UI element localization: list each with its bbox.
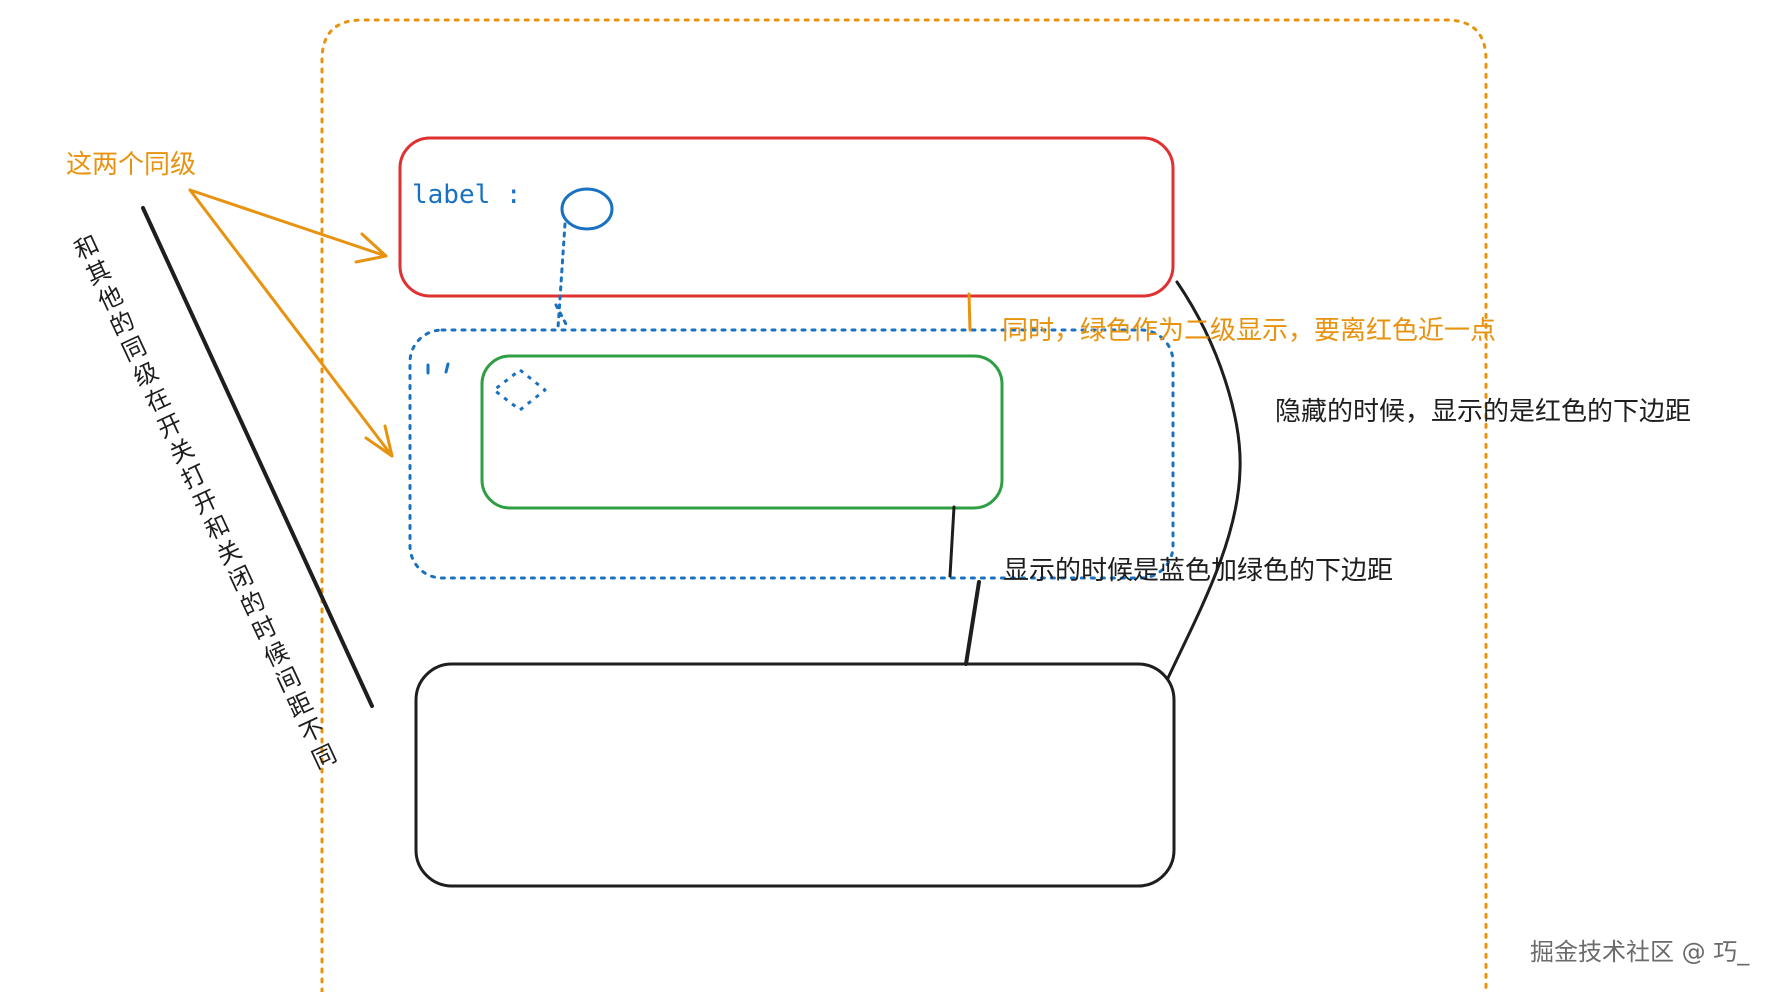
toggle-circle [560,187,614,231]
green-secondary-note: 同时，绿色作为二级显示，要离红色近一点 [1002,316,1497,346]
shown-margin-note: 显示的时候是蓝色加绿色的下边距 [1003,556,1394,586]
black-box [414,662,1176,888]
siblings-note: 这两个同级 [66,150,197,180]
blue-dotted-diamond [492,368,547,412]
field-label: label : [412,180,522,210]
green-bottom-connector [948,505,956,578]
arrow-to-blue-group [188,188,394,458]
red-to-black-curve [1166,280,1242,680]
red-box [398,136,1175,298]
black-box-connector [964,580,981,666]
hidden-margin-note: 隐藏的时候，显示的是红色的下边距 [1275,397,1692,427]
blue-dotted-group [408,328,1175,580]
orange-tick [967,292,972,332]
arrow-to-red-box [188,188,388,264]
left-divider-line [141,206,374,708]
outer-container-frame [320,18,1488,992]
blue-tick-marks [426,362,450,375]
blue-dotted-connector [554,222,570,330]
green-box [480,354,1004,510]
watermark: 掘金技术社区 @ 巧_ [1530,938,1750,966]
